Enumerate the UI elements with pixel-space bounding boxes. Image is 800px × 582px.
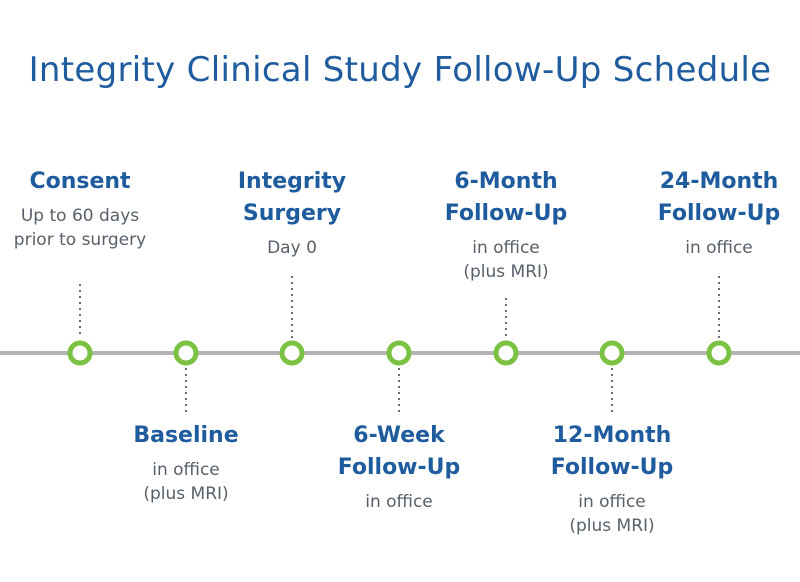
milestone-label-surgery: Integrity Surgery Day 0 xyxy=(192,166,392,260)
milestone-node xyxy=(386,340,412,366)
milestone-title: 24-Month xyxy=(659,169,779,194)
milestone-title: Follow-Up xyxy=(444,201,568,226)
milestone-node xyxy=(706,340,732,366)
milestone-label-24-month: 24-Month Follow-Up in office xyxy=(619,166,800,260)
milestone-detail: Day 0 xyxy=(267,238,317,258)
milestone-detail: (plus MRI) xyxy=(569,516,655,536)
milestone-title: 6-Month xyxy=(454,169,558,194)
milestone-node xyxy=(173,340,199,366)
milestone-detail: (plus MRI) xyxy=(463,262,549,282)
milestone-node xyxy=(279,340,305,366)
milestone-label-12-month: 12-Month Follow-Up in office (plus MRI) xyxy=(512,420,712,538)
milestone-label-baseline: Baseline in office (plus MRI) xyxy=(86,420,286,506)
page-title: Integrity Clinical Study Follow-Up Sched… xyxy=(28,50,772,90)
milestone-detail: in office xyxy=(365,492,433,512)
milestone-label-consent: Consent Up to 60 days prior to surgery xyxy=(0,166,180,252)
milestone-detail: prior to surgery xyxy=(13,230,147,250)
milestone-node xyxy=(493,340,519,366)
milestone-title: 6-Week xyxy=(353,423,445,448)
milestone-title: Follow-Up xyxy=(337,455,461,480)
milestone-label-6-week: 6-Week Follow-Up in office xyxy=(299,420,499,514)
milestone-node xyxy=(67,340,93,366)
milestone-detail: in office xyxy=(578,492,646,512)
milestone-title: Follow-Up xyxy=(657,201,781,226)
milestone-title: Surgery xyxy=(242,201,342,226)
milestone-detail: in office xyxy=(472,238,540,258)
milestone-label-6-month: 6-Month Follow-Up in office (plus MRI) xyxy=(406,166,606,284)
milestone-detail: in office xyxy=(685,238,753,258)
milestone-detail: (plus MRI) xyxy=(143,484,229,504)
milestone-title: Consent xyxy=(29,169,131,194)
milestone-detail: in office xyxy=(152,460,220,480)
milestone-node xyxy=(599,340,625,366)
milestone-title: Follow-Up xyxy=(550,455,674,480)
milestone-title: Baseline xyxy=(133,423,239,448)
milestone-detail: Up to 60 days xyxy=(20,206,140,226)
milestone-title: 12-Month xyxy=(552,423,672,448)
milestone-title: Integrity xyxy=(237,169,347,194)
